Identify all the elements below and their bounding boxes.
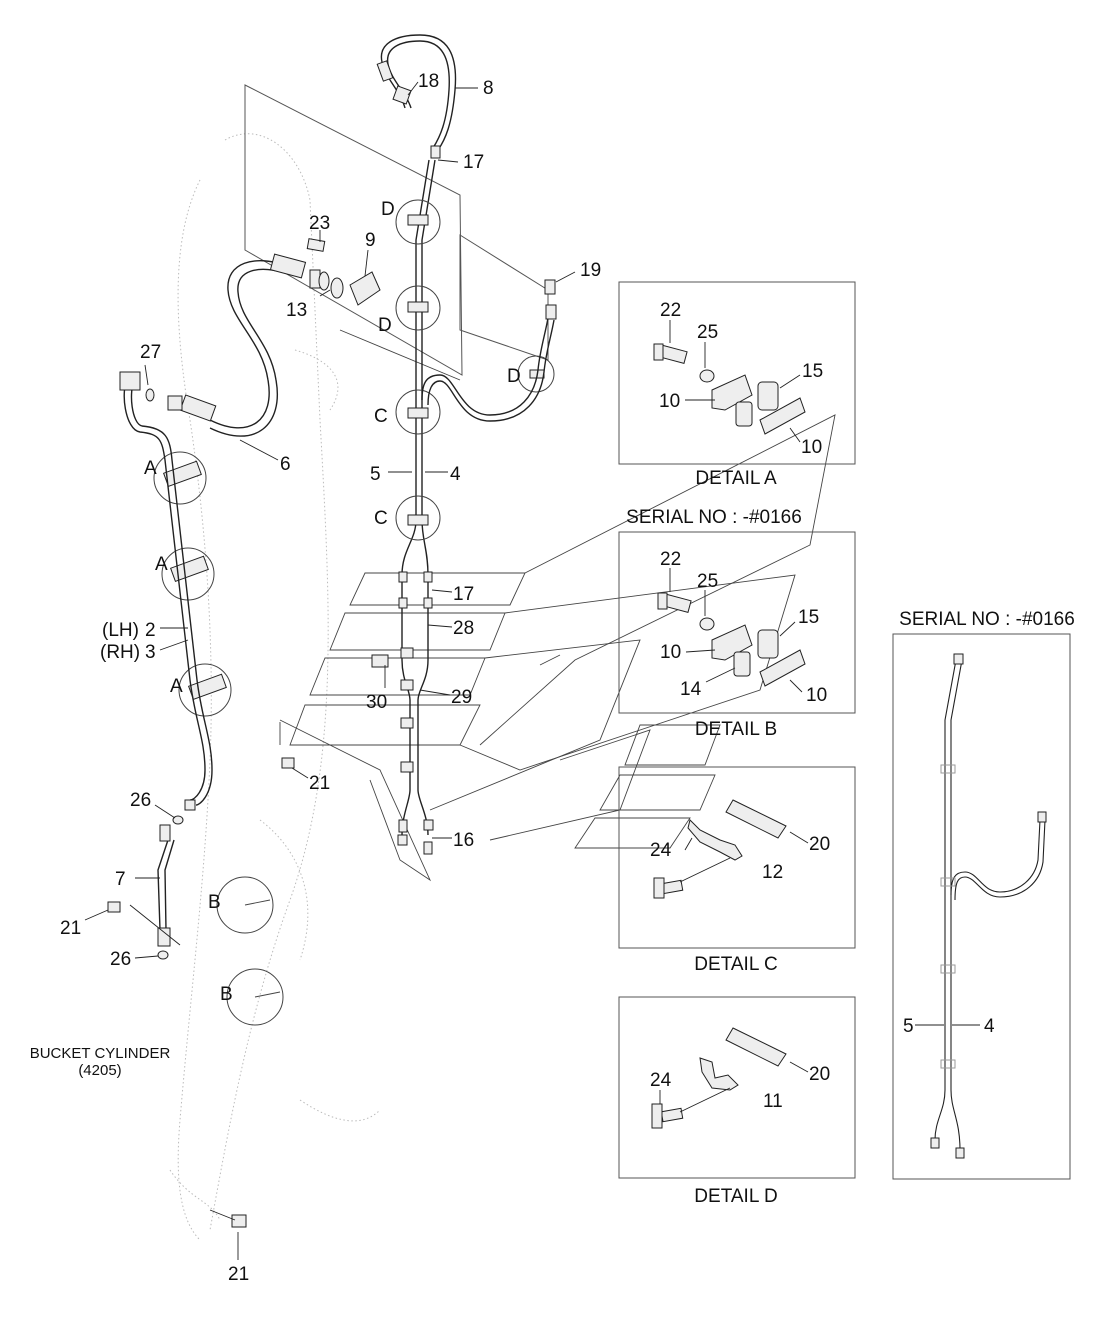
- plugs-21: [107, 654, 389, 1228]
- hose-8: [376, 34, 457, 159]
- pipes-4-5: [397, 159, 436, 855]
- detail-c-label-20: 20: [809, 834, 830, 855]
- bucket-cylinder-label: BUCKET CYLINDER (4205): [30, 1045, 171, 1079]
- detail-d-label-24: 24: [650, 1070, 672, 1091]
- callout-21-left: 21: [60, 918, 81, 939]
- callout-8: 8: [483, 78, 494, 99]
- callout-19: 19: [580, 260, 601, 281]
- detail-a-title: DETAIL A: [695, 468, 777, 489]
- view-letter-d: D: [507, 366, 521, 387]
- detail-a-label-15: 15: [802, 361, 823, 382]
- callout-numbers: 8 18 17 23 9 13 19 27 6 5 4 17 28 30 29 …: [60, 71, 601, 1285]
- view-letter-c: C: [374, 508, 388, 529]
- label-rh: (RH): [100, 642, 140, 663]
- detail-b-label-25: 25: [697, 571, 718, 592]
- serial-view-clamps: [940, 764, 956, 1069]
- callout-26: 26: [130, 790, 151, 811]
- callout-26-lower: 26: [110, 949, 131, 970]
- callout-2: 2: [145, 620, 156, 641]
- leader-lines: [84, 81, 576, 1260]
- serial-view-label-4: 4: [984, 1016, 995, 1037]
- bucket-cylinder-title: BUCKET CYLINDER: [30, 1045, 171, 1062]
- detail-a-label-10b: 10: [801, 437, 822, 458]
- callout-13: 13: [286, 300, 307, 321]
- callout-5: 5: [370, 464, 381, 485]
- detail-d-title: DETAIL D: [694, 1186, 777, 1207]
- callout-30: 30: [366, 692, 387, 713]
- callout-16: 16: [453, 830, 474, 851]
- detail-b: SERIAL NO : -#0166 22 25 15 10 14 10 DET…: [618, 507, 856, 740]
- callout-21-bottom: 21: [228, 1264, 249, 1285]
- callout-4: 4: [450, 464, 461, 485]
- hose-19: [421, 279, 557, 422]
- detail-b-label-14: 14: [680, 679, 702, 700]
- view-letter-b: B: [220, 984, 233, 1005]
- clamps: [162, 214, 545, 773]
- serial-view-label-5: 5: [903, 1016, 914, 1037]
- callout-9: 9: [365, 230, 376, 251]
- detail-a-label-22: 22: [660, 300, 681, 321]
- detail-a: 22 25 15 10 10 DETAIL A: [618, 281, 856, 489]
- detail-b-label-15: 15: [798, 607, 819, 628]
- detail-a-label-10: 10: [659, 391, 680, 412]
- detail-b-title: DETAIL B: [695, 719, 777, 740]
- callout-21: 21: [309, 773, 330, 794]
- hose-7: [157, 815, 184, 960]
- serial-view: SERIAL NO : -#0166 5 4: [892, 609, 1075, 1180]
- callout-6: 6: [280, 454, 291, 475]
- detail-c-label-24: 24: [650, 840, 672, 861]
- label-lh: (LH): [102, 620, 139, 641]
- bucket-cylinder-code: (4205): [78, 1062, 121, 1079]
- callout-17-lower: 17: [453, 584, 474, 605]
- detail-d-label-11: 11: [763, 1091, 783, 1112]
- detail-b-label-22: 22: [660, 549, 681, 570]
- callout-29: 29: [451, 687, 472, 708]
- view-letter-c: C: [374, 406, 388, 427]
- detail-b-label-10: 10: [660, 642, 681, 663]
- callout-27: 27: [140, 342, 161, 363]
- callout-18: 18: [418, 71, 439, 92]
- callout-7: 7: [115, 869, 126, 890]
- view-circles-main: [153, 199, 555, 1026]
- boom-ghost-outline: [169, 133, 381, 1241]
- detail-d-label-20: 20: [809, 1064, 830, 1085]
- callout-28: 28: [453, 618, 474, 639]
- detail-c: 20 24 12 DETAIL C: [618, 766, 856, 975]
- pipe-2-3: [119, 371, 213, 811]
- detail-a-label-25: 25: [697, 322, 718, 343]
- view-letter-b: B: [208, 892, 221, 913]
- serial-view-serial: SERIAL NO : -#0166: [899, 609, 1075, 630]
- view-letter-a: A: [144, 458, 157, 479]
- detail-c-title: DETAIL C: [694, 954, 777, 975]
- hose-6: [145, 238, 381, 437]
- view-letter-a: A: [155, 554, 168, 575]
- callout-3: 3: [145, 642, 156, 663]
- callout-17: 17: [463, 152, 484, 173]
- detail-c-label-12: 12: [762, 862, 783, 883]
- view-letter-d: D: [378, 315, 392, 336]
- view-letters: D D D C C A A A B B: [144, 199, 521, 1005]
- view-letter-d: D: [381, 199, 395, 220]
- detail-b-serial: SERIAL NO : -#0166: [626, 507, 802, 528]
- callout-23: 23: [309, 213, 330, 234]
- detail-d: 20 24 11 DETAIL D: [618, 996, 856, 1207]
- view-letter-a: A: [170, 676, 183, 697]
- detail-b-label-10b: 10: [806, 685, 827, 706]
